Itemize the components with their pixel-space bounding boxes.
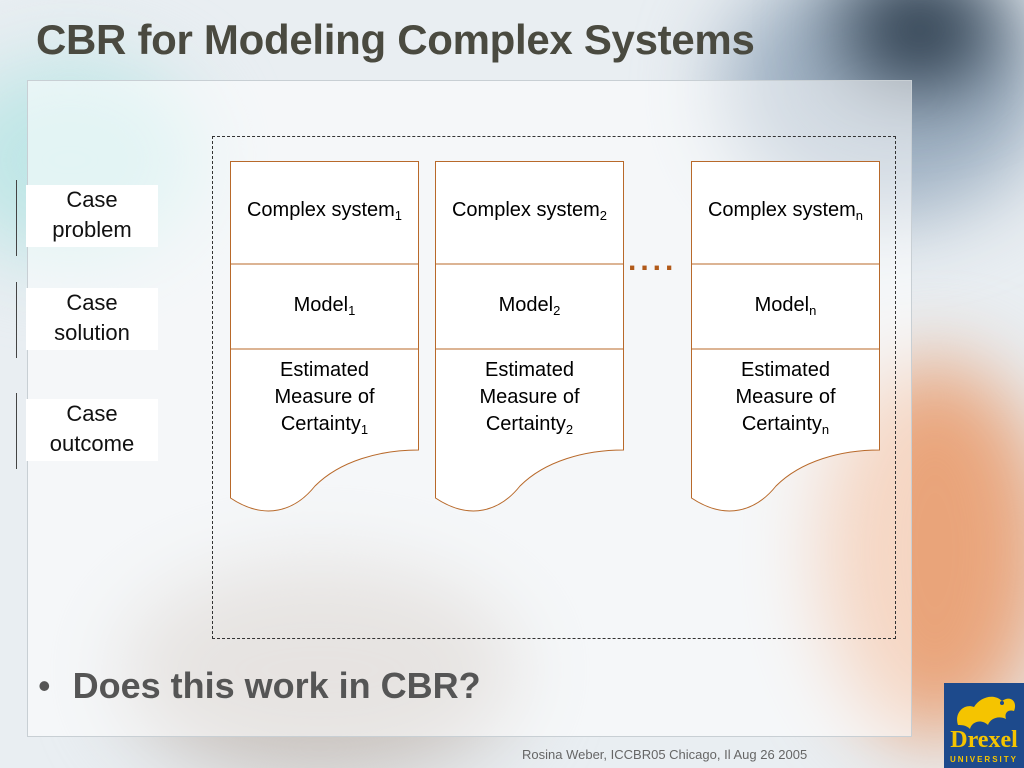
case-document-shape	[230, 161, 419, 512]
label-line: Case	[66, 290, 118, 315]
label-case-problem: Case problem	[26, 185, 158, 247]
dashed-frame	[212, 136, 896, 639]
side-divider	[16, 282, 17, 358]
logo-subtitle: UNIVERSITY	[949, 755, 1018, 764]
drexel-logo: Drexel UNIVERSITY	[944, 683, 1024, 768]
bullet-dot-icon: •	[38, 665, 51, 706]
label-line: problem	[52, 217, 132, 242]
label-line: solution	[54, 320, 130, 345]
bullet-text: Does this work in CBR?	[72, 665, 481, 706]
dragon-icon	[957, 696, 1016, 729]
case-document-shape	[435, 161, 624, 512]
bullet-point: • Does this work in CBR?	[38, 665, 481, 707]
side-divider	[16, 393, 17, 469]
slide-title: CBR for Modeling Complex Systems	[36, 16, 755, 63]
label-line: Case	[66, 401, 118, 426]
ellipsis: ....	[628, 244, 678, 277]
case-document-shape	[691, 161, 880, 512]
label-case-solution: Case solution	[26, 288, 158, 350]
label-line: Case	[66, 187, 118, 212]
complex-system-label: Complex system1	[246, 199, 403, 223]
model-label: Model2	[498, 294, 561, 318]
slide-footer: Rosina Weber, ICCBR05 Chicago, Il Aug 26…	[522, 747, 808, 762]
side-divider	[16, 180, 17, 256]
model-label: Modeln	[754, 294, 817, 318]
complex-system-label: Complex system2	[451, 199, 608, 223]
logo-name: Drexel	[950, 727, 1018, 753]
complex-system-label: Complex systemn	[707, 199, 864, 223]
model-label: Model1	[293, 294, 356, 318]
label-case-outcome: Case outcome	[26, 399, 158, 461]
label-line: outcome	[49, 431, 135, 456]
